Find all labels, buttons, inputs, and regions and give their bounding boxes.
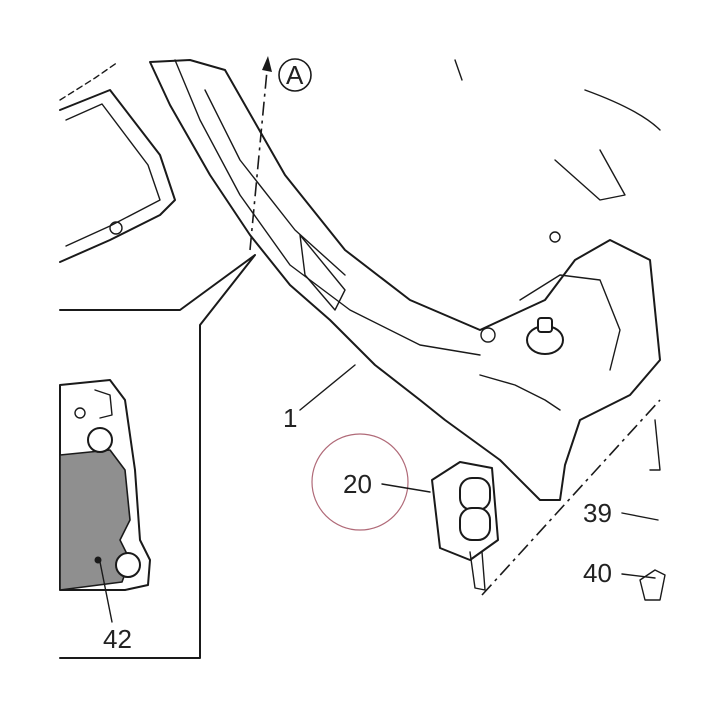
leader-42 (99, 561, 113, 623)
label-cover: 20 (343, 469, 372, 499)
assembly-line (481, 399, 661, 596)
leader-1 (299, 364, 356, 411)
highlight-circle (311, 433, 409, 531)
label-part-39: 39 (583, 498, 612, 528)
label-part-40: 40 (583, 558, 612, 588)
reference-line-a (249, 59, 269, 251)
reference-arrow-a (262, 56, 272, 72)
upper-left-fragment (59, 61, 176, 263)
reference-marker-circle (278, 58, 312, 92)
main-bracket (149, 59, 661, 501)
detail-inset (59, 379, 151, 591)
label-detail-part: 42 (103, 624, 132, 654)
leader-20 (381, 483, 431, 493)
leader-40 (621, 573, 656, 579)
part-39-40-area (639, 419, 666, 601)
label-main-bracket: 1 (283, 403, 297, 433)
inset-frame (59, 254, 256, 659)
leader-39 (621, 512, 659, 521)
cover-part (431, 461, 499, 591)
leader-42-dot (94, 556, 102, 564)
reference-marker-a: A (286, 60, 304, 90)
